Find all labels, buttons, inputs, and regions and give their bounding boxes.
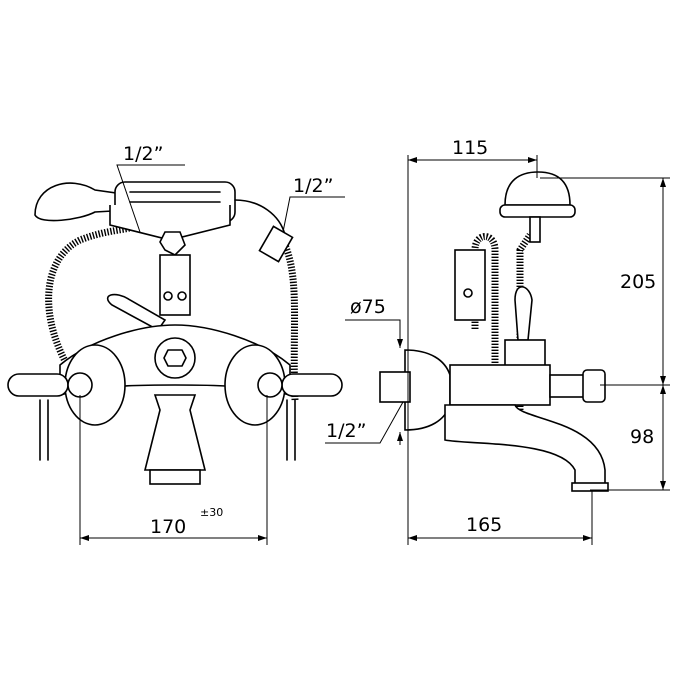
side-view-mixer [379,171,609,492]
front-view-mixer [7,181,343,485]
width-label: 170 [150,516,186,538]
hose-label: 1/2” [293,175,333,197]
diameter-label: ø75 [350,296,386,318]
side-inlet-label: 1/2” [326,420,366,442]
inlet-label-top: 1/2” [123,143,163,165]
width-tolerance: ±30 [200,506,223,519]
front-dimensions: 170 ±30 1/2” 1/2” [79,143,345,545]
depth-label: 115 [452,137,488,159]
spout-reach-label: 165 [466,514,502,536]
height-below-label: 98 [630,426,654,448]
side-dimensions: 115 205 98 165 ø75 1/2” [325,137,670,545]
height-above-label: 205 [620,271,656,293]
